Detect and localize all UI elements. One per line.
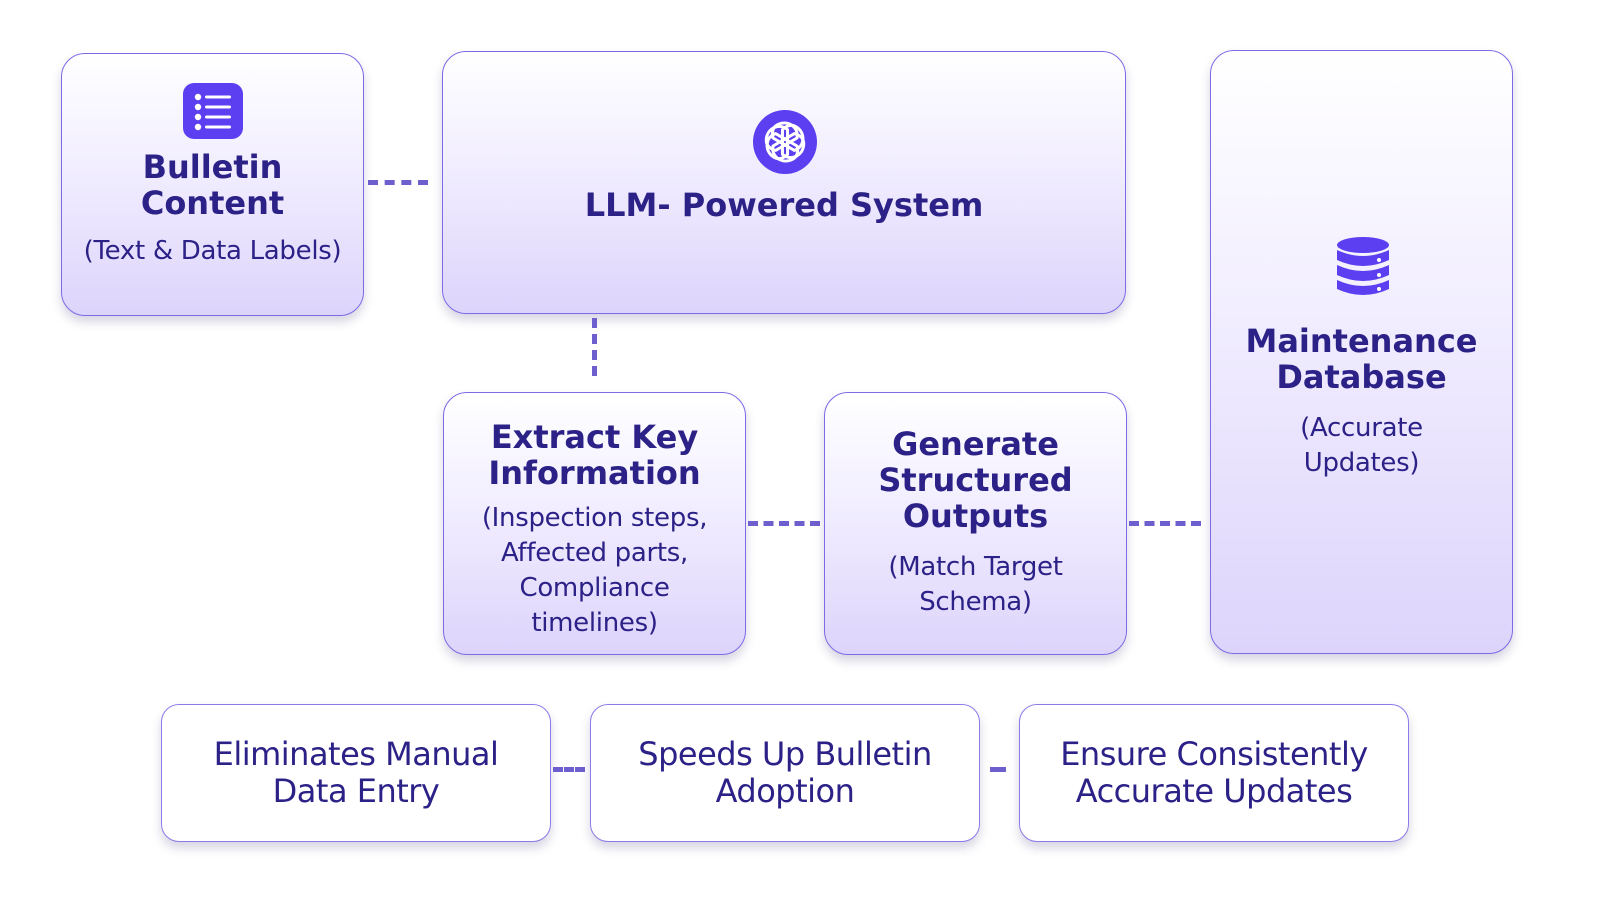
bulletin-subtitle: (Text & Data Labels) (83, 236, 342, 266)
connector-generate-database (1129, 521, 1201, 526)
generate-subtitle: (Match Target Schema) (888, 552, 1063, 617)
generate-title: Generate Structured Outputs (878, 425, 1073, 535)
connector-llm-extract (592, 318, 597, 376)
bulletin-content-card: Bulletin Content (Text & Data Labels) (61, 53, 364, 316)
benefit-box-eliminates-manual: Eliminates Manual Data Entry (161, 704, 551, 842)
database-subtitle: (Accurate Updates) (1300, 413, 1423, 478)
benefit-box-ensure-accurate: Ensure Consistently Accurate Updates (1019, 704, 1409, 842)
benefit-label: Ensure Consistently Accurate Updates (1060, 735, 1368, 810)
benefit-label: Speeds Up Bulletin Adoption (638, 735, 932, 810)
llm-system-card: LLM- Powered System (442, 51, 1126, 314)
generate-structured-outputs-card: Generate Structured Outputs (Match Targe… (824, 392, 1127, 655)
connector-benefit-2-3 (990, 767, 1006, 772)
connector-extract-generate (748, 521, 820, 526)
database-title: Maintenance Database (1245, 322, 1478, 396)
extract-title: Extract Key Information (488, 418, 701, 492)
benefit-label: Eliminates Manual Data Entry (213, 735, 499, 810)
connector-benefit-1-2 (553, 767, 585, 772)
extract-subtitle: (Inspection steps, Affected parts, Compl… (481, 503, 708, 638)
connector-bulletin-llm (368, 180, 428, 185)
bulletin-title: Bulletin Content (140, 148, 285, 222)
maintenance-database-card: Maintenance Database (Accurate Updates) (1210, 50, 1513, 654)
extract-key-information-card: Extract Key Information (Inspection step… (443, 392, 746, 655)
llm-title: LLM- Powered System (584, 186, 984, 224)
list-icon (183, 83, 243, 139)
benefit-box-speeds-up: Speeds Up Bulletin Adoption (590, 704, 980, 842)
openai-logo-icon (753, 110, 817, 174)
database-icon (1335, 236, 1391, 298)
